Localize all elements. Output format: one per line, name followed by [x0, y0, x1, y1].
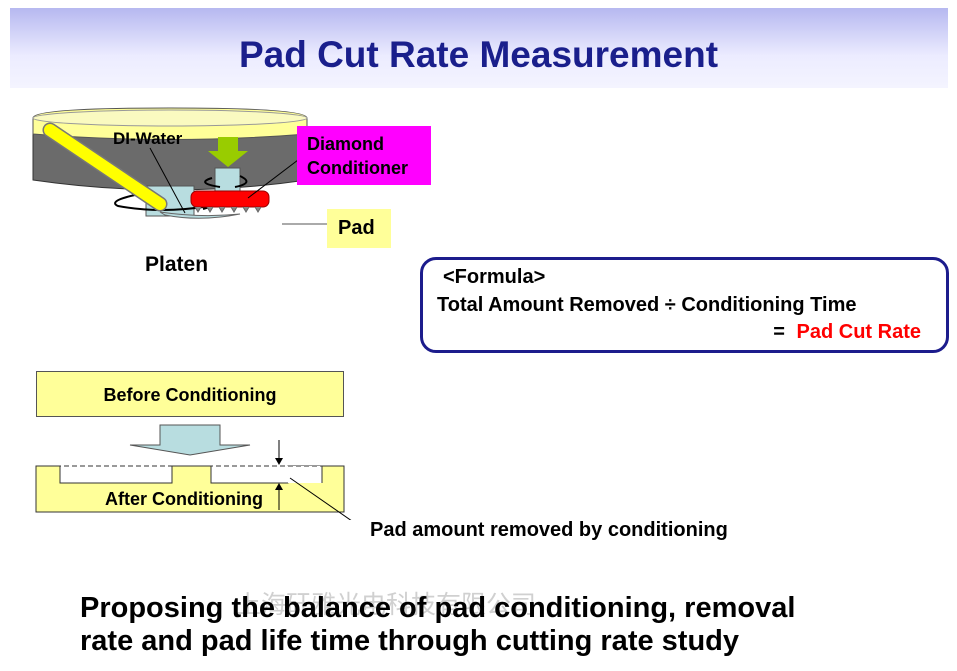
- formula-expression: Total Amount Removed ÷ Conditioning Time: [437, 294, 857, 316]
- di-water-leader: [149, 147, 186, 214]
- equals-sign: =: [773, 321, 785, 343]
- conditioner-leader: [247, 159, 299, 199]
- formula-box: <Formula> Total Amount Removed ÷ Conditi…: [420, 257, 949, 353]
- watermark: 上海矸雅光电科技有限公司: [236, 591, 537, 619]
- di-water-label: DI-Water: [113, 129, 183, 148]
- conditioning-diagram: [35, 424, 352, 520]
- page-title: Pad Cut Rate Measurement: [238, 34, 719, 75]
- conclusion-line-2: rate and pad life time through cutting r…: [80, 625, 739, 657]
- di-water-nozzle: [42, 122, 241, 219]
- conclusion-line-1: Proposing the balance of pad conditionin…: [80, 592, 796, 624]
- conclusion-text: Proposing the balance of pad conditionin…: [80, 592, 795, 658]
- removed-leader: [289, 477, 352, 520]
- platen-label: Platen: [145, 253, 209, 276]
- title-bar: [10, 8, 948, 88]
- formula-result: Pad Cut Rate: [796, 321, 921, 343]
- down-arrow-icon: [129, 424, 251, 456]
- removed-amount-label: Pad amount removed by conditioning: [370, 519, 728, 541]
- after-conditioning-label: After Conditioning: [105, 489, 263, 509]
- formula-header: <Formula>: [443, 266, 546, 288]
- pad-label: Pad: [327, 209, 391, 248]
- diamond-conditioner: [190, 137, 270, 213]
- pad: [32, 107, 308, 140]
- diamond-conditioner-label: Diamond Conditioner: [297, 126, 431, 185]
- formula-result-line: = Pad Cut Rate: [773, 321, 921, 344]
- cmp-apparatus-illustration: [32, 107, 330, 225]
- before-conditioning-box: Before Conditioning: [36, 371, 344, 417]
